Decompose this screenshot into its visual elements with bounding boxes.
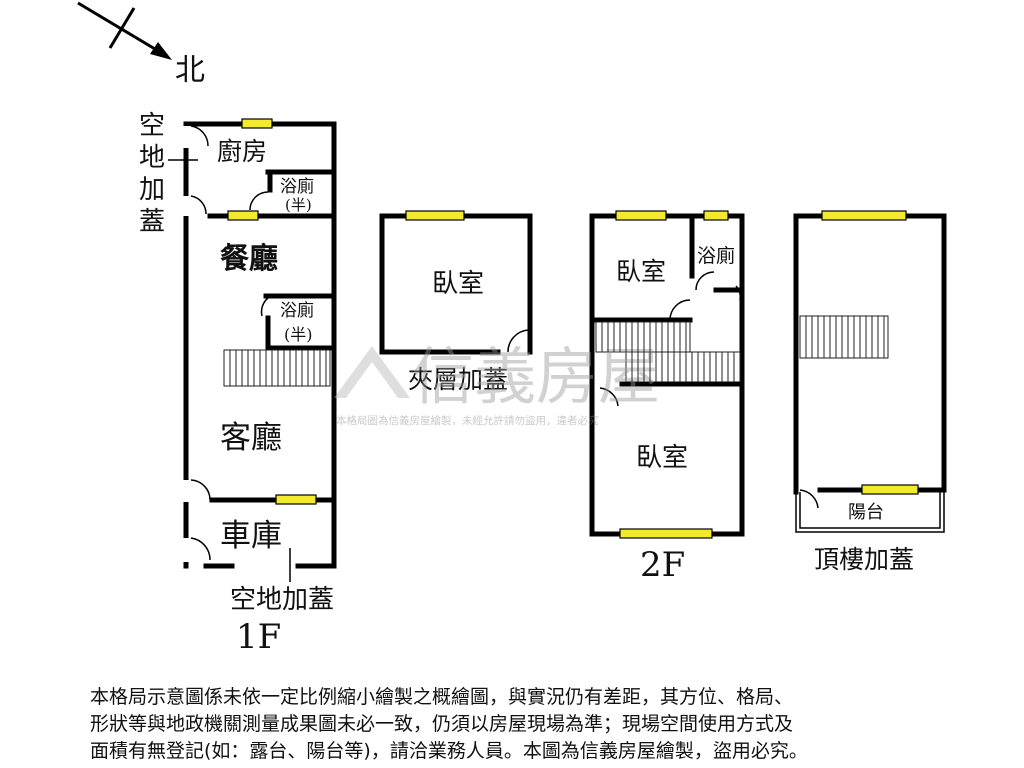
room-garage: 車庫 [220, 518, 282, 554]
north-arrow-icon [150, 42, 172, 60]
floor-1: 空 地 加 蓋 [139, 111, 337, 657]
mezzanine-label: 夾層加蓋 [408, 365, 508, 394]
room-bath-half-lower: 浴廁 [280, 300, 314, 321]
compass: 北 [77, 1, 205, 88]
watermark-brand: 信義房屋 [412, 340, 660, 413]
floor-2: 臥室 浴廁 臥室 2F [589, 210, 745, 585]
room-bath-half-upper: 浴廁 [280, 176, 314, 197]
rooftop-label: 頂樓加蓋 [814, 545, 914, 574]
side-annex-label-1: 空 [139, 111, 165, 141]
watermark: 信義房屋 本格局圖為信義房屋繪製，未經允許請勿盜用，違者必究 [334, 340, 660, 427]
room-bath-2f: 浴廁 [697, 244, 735, 267]
room-dining: 餐廳 [220, 241, 278, 275]
north-label: 北 [175, 53, 205, 88]
mezzanine: 臥室 夾層加蓋 [379, 210, 533, 394]
stairs-rooftop [799, 315, 889, 359]
front-annex-label: 空地加蓋 [230, 585, 334, 615]
room-bedroom-upper: 臥室 [616, 257, 666, 286]
room-bedroom-lower: 臥室 [636, 443, 688, 473]
disclaimer-line: 面積有無登記(如：露台、陽台等)，請洽業務人員。本圖為信義房屋繪製，盜用必究。 [90, 740, 808, 762]
stairs-1f [223, 349, 331, 387]
brand-logo-icon [334, 346, 410, 398]
floor-plan: 北 空 地 加 蓋 [77, 1, 947, 657]
disclaimer-line: 形狀等與地政機關測量成果圖未必一致，仍須以房屋現場為準；現場空間使用方式及 [90, 713, 794, 735]
level-label-2f: 2F [640, 545, 685, 585]
side-annex-label-3: 加 [139, 175, 165, 205]
disclaimer-line: 本格局示意圖係未依一定比例縮小繪製之概繪圖，與實況仍有差距，其方位、格局、 [90, 686, 794, 708]
watermark-notice: 本格局圖為信義房屋繪製，未經允許請勿盜用，違者必究 [336, 414, 599, 427]
room-living: 客廳 [220, 420, 282, 456]
rooftop: 陽台 頂樓加蓋 [793, 210, 947, 574]
balcony-label: 陽台 [848, 502, 884, 523]
mezzanine-room: 臥室 [432, 269, 484, 299]
room-kitchen: 廚房 [217, 137, 267, 166]
side-annex-label-4: 蓋 [139, 207, 165, 237]
room-bath-half-upper-sub: (半) [285, 196, 312, 214]
side-annex-label-2: 地 [139, 143, 165, 173]
disclaimer: 本格局示意圖係未依一定比例縮小繪製之概繪圖，與實況仍有差距，其方位、格局、 形狀… [90, 684, 950, 765]
level-label-1f: 1F [236, 617, 281, 657]
room-bath-half-lower-sub: (半) [284, 325, 313, 344]
window [241, 118, 273, 129]
